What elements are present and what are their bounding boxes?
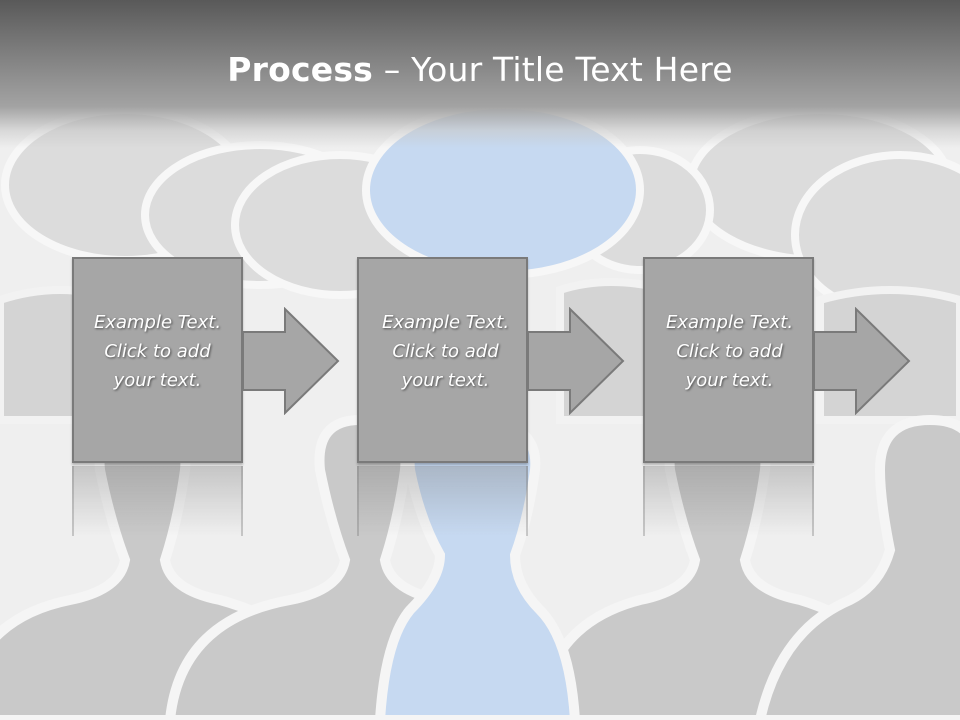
step-box-2[interactable] (357, 257, 528, 463)
step-line: Click to add (392, 341, 499, 362)
step-text-3[interactable]: Example Text. Click to add your text. (644, 308, 815, 395)
step-line: your text. (113, 370, 202, 391)
slide-title[interactable]: Process – Your Title Text Here (0, 50, 960, 89)
box-reflection (357, 466, 528, 536)
front-figure (754, 414, 960, 720)
title-bold: Process (227, 50, 374, 89)
step-line: your text. (685, 370, 774, 391)
arrow-icon (243, 307, 340, 415)
step-box-3[interactable] (643, 257, 814, 463)
step-text-1[interactable]: Example Text. Click to add your text. (72, 308, 243, 395)
step-line: Example Text. (381, 312, 510, 333)
highlight-figure (374, 414, 581, 720)
arrow-icon (528, 307, 625, 415)
step-line: Click to add (676, 341, 783, 362)
step-line: Click to add (104, 341, 211, 362)
arrow-icon (814, 307, 911, 415)
step-text-2[interactable]: Example Text. Click to add your text. (360, 308, 531, 395)
step-line: your text. (401, 370, 490, 391)
step-line: Example Text. (93, 312, 222, 333)
box-reflection (643, 466, 814, 536)
title-rest: – Your Title Text Here (373, 50, 733, 89)
title-bar (0, 0, 960, 148)
step-line: Example Text. (665, 312, 794, 333)
box-reflection (72, 466, 243, 536)
step-box-1[interactable] (72, 257, 243, 463)
